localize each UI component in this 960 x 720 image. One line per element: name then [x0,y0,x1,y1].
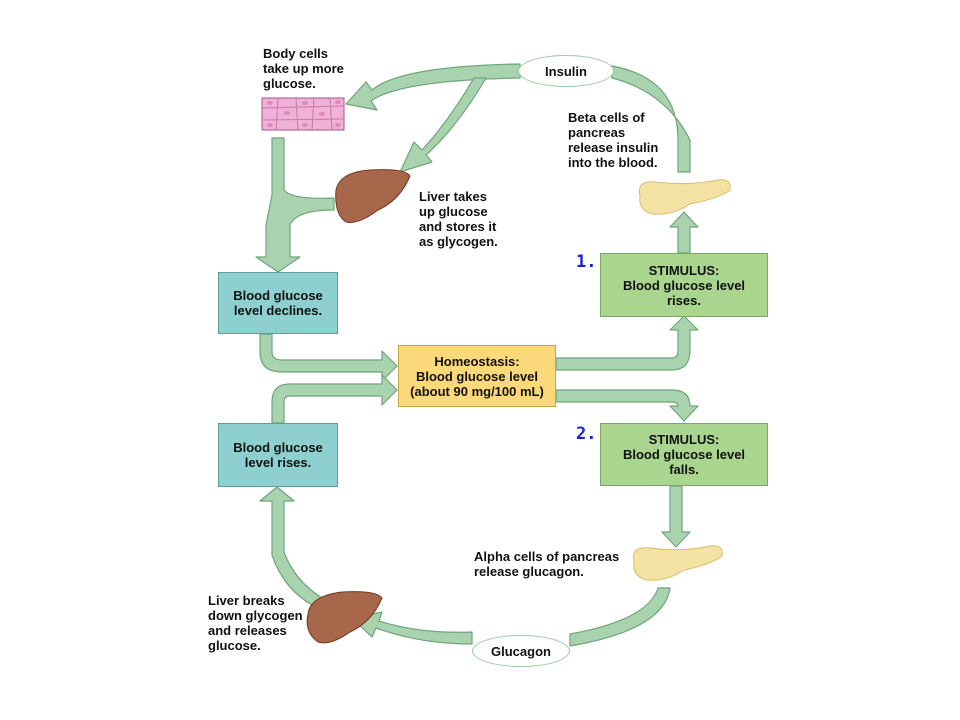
alpha-cells-label: Alpha cells of pancreas release glucagon… [474,549,620,579]
arrow-cells-liver-to-declines [255,137,335,273]
level-declines-box: Blood glucose level declines. [218,272,338,334]
step-number-2: 2. [576,424,597,444]
arrow-insulin-to-liver [399,77,487,173]
arrow-pancreas-to-glucagon [569,587,671,647]
liver-takes-label: Liver takes up glucose and stores it as … [419,189,498,249]
arrow-pancreas-to-insulin [611,65,691,173]
pancreas-icon [638,179,731,215]
homeostasis-box: Homeostasis: Blood glucose level (about … [398,345,556,407]
arrow-homeostasis-to-stimulus-falls [555,389,699,422]
arrow-homeostasis-to-stimulus-rises [555,315,699,371]
arrow-stimulus-to-beta-cells [669,211,699,254]
arrow-rises-to-homeostasis [271,374,398,424]
body-cells-label: Body cells take up more glucose. [263,46,344,91]
body-cells-tissue-icon [261,97,345,131]
arrow-liver-to-rises [259,486,323,607]
arrow-declines-to-homeostasis [259,333,398,382]
liver-icon [335,169,411,223]
step-number-1: 1. [576,252,597,272]
liver-breaks-label: Liver breaks down glycogen and releases … [208,593,303,653]
stimulus-rises-box: STIMULUS: Blood glucose level rises. [600,253,768,317]
insulin-pill: Insulin [518,55,614,87]
level-rises-box: Blood glucose level rises. [218,423,338,487]
glucagon-pill: Glucagon [472,635,570,667]
beta-cells-label: Beta cells of pancreas release insulin i… [568,110,659,170]
stimulus-falls-box: STIMULUS: Blood glucose level falls. [600,423,768,486]
arrow-stimulus-falls-to-alpha-cells [661,485,691,548]
pancreas-icon [632,545,723,581]
liver-icon [306,591,383,644]
arrow-insulin-to-body-cells [345,63,521,111]
